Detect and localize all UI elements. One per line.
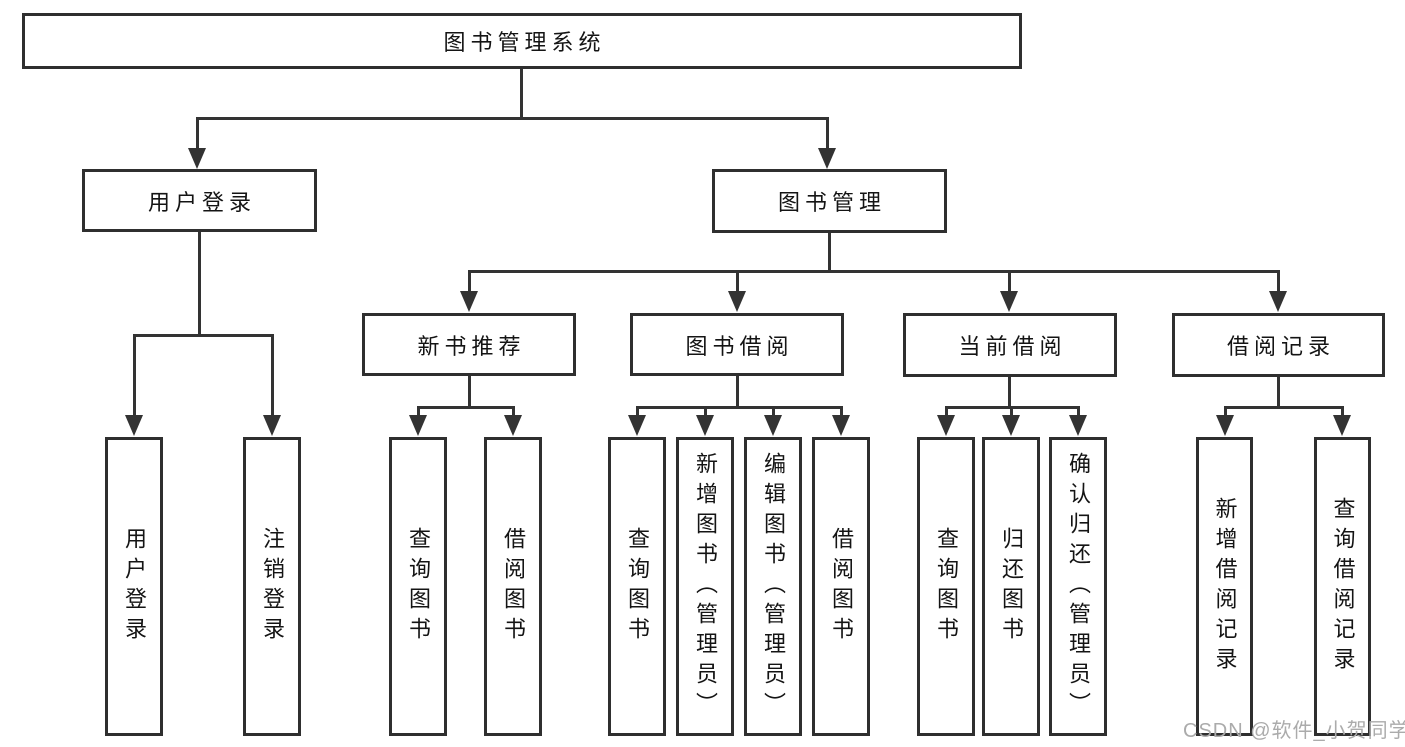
leaf-add-books-admin: 新增图书（管理员） bbox=[676, 437, 734, 736]
arrowhead-nb-query bbox=[409, 415, 427, 436]
connector-root-bar bbox=[196, 117, 829, 120]
connector-bookborrow-stem bbox=[736, 376, 739, 409]
connector-drop-book-borrow bbox=[736, 270, 739, 294]
arrowhead-leaf-login bbox=[125, 415, 143, 436]
node-new-book-recommend: 新书推荐 bbox=[362, 313, 576, 376]
leaf-borrow-books-newbook: 借阅图书 bbox=[484, 437, 542, 736]
connector-drop-new-book bbox=[468, 270, 471, 294]
arrowhead-new-book bbox=[460, 291, 478, 312]
leaf-add-borrow-record: 新增借阅记录 bbox=[1196, 437, 1253, 736]
arrowhead-borrow-records bbox=[1269, 291, 1287, 312]
connector-borrowrecords-stem bbox=[1277, 377, 1280, 409]
connector-bookmgmt-stem bbox=[828, 233, 831, 273]
connector-drop-cb-query bbox=[945, 406, 948, 418]
arrowhead-bb-query bbox=[628, 415, 646, 436]
leaf-user-login: 用户登录 bbox=[105, 437, 163, 736]
connector-drop-bb-query bbox=[636, 406, 639, 418]
connector-drop-leaf-logout bbox=[271, 334, 274, 418]
connector-borrowrecords-bar bbox=[1224, 406, 1343, 409]
arrowhead-cb-confirm bbox=[1069, 415, 1087, 436]
connector-drop-br-add bbox=[1224, 406, 1227, 418]
leaf-logout: 注销登录 bbox=[243, 437, 301, 736]
leaf-confirm-return-admin: 确认归还（管理员） bbox=[1049, 437, 1107, 736]
connector-drop-current-borrow bbox=[1008, 270, 1011, 294]
connector-drop-bb-borrow bbox=[840, 406, 843, 418]
arrowhead-cb-return bbox=[1002, 415, 1020, 436]
connector-currentborrow-stem bbox=[1008, 377, 1011, 409]
connector-drop-bb-edit bbox=[772, 406, 775, 418]
watermark: CSDN @软件_小贺同学 bbox=[1183, 720, 1405, 742]
leaf-query-books-newbook: 查询图书 bbox=[389, 437, 447, 736]
connector-drop-cb-return bbox=[1010, 406, 1013, 418]
connector-bookmgmt-bar bbox=[468, 270, 1280, 273]
arrowhead-user-login bbox=[188, 148, 206, 169]
node-borrow-records: 借阅记录 bbox=[1172, 313, 1385, 377]
leaf-query-books-current: 查询图书 bbox=[917, 437, 975, 736]
arrowhead-current-borrow bbox=[1000, 291, 1018, 312]
connector-root-stem bbox=[520, 69, 523, 119]
arrowhead-leaf-logout bbox=[263, 415, 281, 436]
node-library-system: 图书管理系统 bbox=[22, 13, 1022, 69]
connector-drop-book-mgmt bbox=[826, 117, 829, 151]
connector-drop-nb-borrow bbox=[512, 406, 515, 418]
arrowhead-book-mgmt bbox=[818, 148, 836, 169]
node-current-borrow: 当前借阅 bbox=[903, 313, 1117, 377]
connector-drop-nb-query bbox=[417, 406, 420, 418]
arrowhead-bb-borrow bbox=[832, 415, 850, 436]
leaf-edit-books-admin: 编辑图书（管理员） bbox=[744, 437, 802, 736]
connector-userlogin-stem bbox=[198, 232, 201, 337]
arrowhead-cb-query bbox=[937, 415, 955, 436]
connector-drop-leaf-login bbox=[133, 334, 136, 418]
connector-userlogin-bar bbox=[133, 334, 274, 337]
connector-drop-borrow-records bbox=[1277, 270, 1280, 294]
leaf-query-books-borrow: 查询图书 bbox=[608, 437, 666, 736]
node-user-login-module: 用户登录 bbox=[82, 169, 317, 232]
connector-bookborrow-bar bbox=[636, 406, 842, 409]
arrowhead-br-query bbox=[1333, 415, 1351, 436]
connector-drop-bb-add bbox=[704, 406, 707, 418]
node-book-borrow: 图书借阅 bbox=[630, 313, 844, 376]
arrowhead-book-borrow bbox=[728, 291, 746, 312]
connector-drop-br-query bbox=[1341, 406, 1344, 418]
connector-drop-cb-confirm bbox=[1077, 406, 1080, 418]
leaf-borrow-books-borrow: 借阅图书 bbox=[812, 437, 870, 736]
connector-drop-user-login bbox=[196, 117, 199, 151]
connector-newbook-stem bbox=[468, 376, 471, 409]
arrowhead-nb-borrow bbox=[504, 415, 522, 436]
node-book-management-module: 图书管理 bbox=[712, 169, 947, 233]
leaf-query-borrow-record: 查询借阅记录 bbox=[1314, 437, 1371, 736]
arrowhead-bb-add bbox=[696, 415, 714, 436]
arrowhead-br-add bbox=[1216, 415, 1234, 436]
connector-newbook-bar bbox=[417, 406, 515, 409]
arrowhead-bb-edit bbox=[764, 415, 782, 436]
leaf-return-books: 归还图书 bbox=[982, 437, 1040, 736]
